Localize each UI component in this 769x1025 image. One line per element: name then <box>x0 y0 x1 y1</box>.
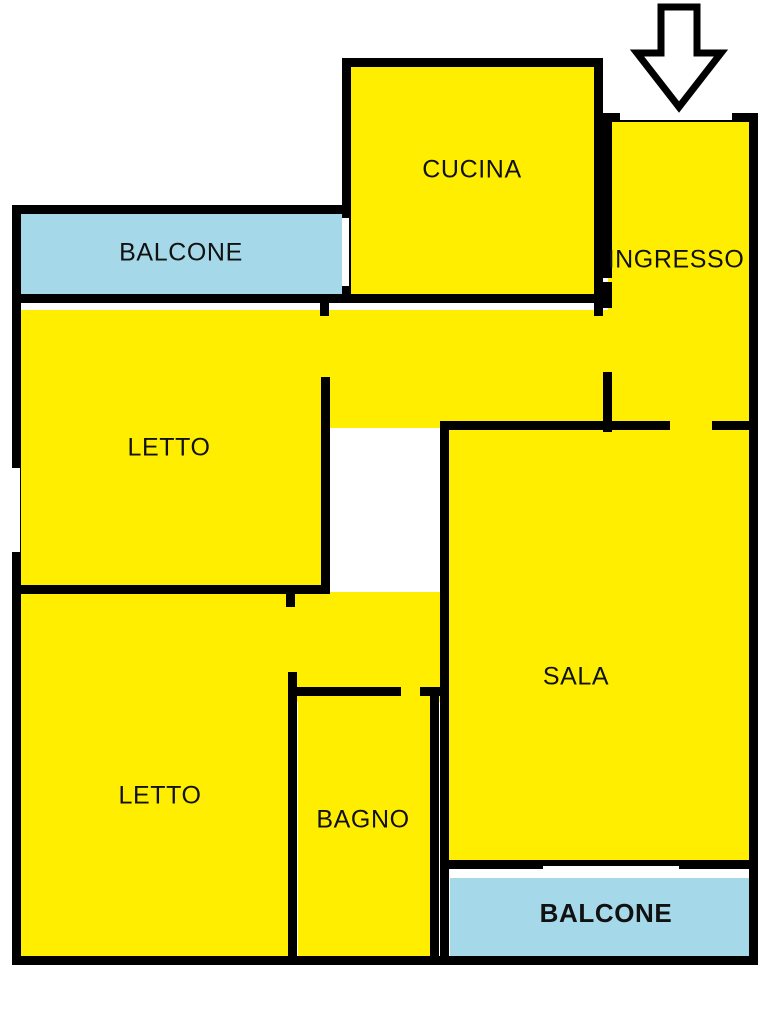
wall-letto-alto-right <box>321 377 330 592</box>
room-fill-letto-alto <box>20 310 330 592</box>
room-label-letto-alto: LETTO <box>127 434 210 462</box>
wall-balcone-basso-left <box>440 860 449 965</box>
room-fill-ingresso <box>608 118 758 428</box>
room-labels: CUCINA INGRESSO BALCONE LETTO LETTO BAGN… <box>118 156 745 928</box>
wall-sala-top <box>440 421 670 430</box>
wall-balcone-basso-right <box>749 860 758 965</box>
wall-letto-alto-bottom <box>12 585 330 594</box>
room-fill-cucina <box>348 58 597 296</box>
wall-bagno-top <box>288 687 401 696</box>
room-label-ingresso: INGRESSO <box>608 246 745 274</box>
wall-cucina-right <box>594 58 603 298</box>
room-fills <box>20 58 758 964</box>
room-fill-letto-basso <box>20 592 288 964</box>
room-fill-sala <box>444 428 758 860</box>
wall-exterior-bottom <box>12 956 758 965</box>
wall-cucina-left <box>342 58 351 296</box>
room-fill-corridoio <box>330 310 608 428</box>
wall-ingresso-left-upper <box>603 113 612 278</box>
door-balcone-cucina-opening <box>342 218 349 286</box>
wall-ingresso-left-stub1 <box>603 282 612 308</box>
room-fill-balcone-basso <box>450 878 758 964</box>
window-letto-bottom-opening <box>105 966 201 973</box>
wall-bagno-left <box>288 672 297 964</box>
wall-stub-mid-right <box>594 294 603 316</box>
walls <box>12 58 758 965</box>
wall-ingresso-left-stub2 <box>603 372 612 432</box>
room-fill-bagno <box>298 695 430 964</box>
openings <box>12 113 732 973</box>
window-letto-left-opening <box>12 468 20 552</box>
room-fill-disimpegno <box>288 592 444 702</box>
wall-bagno-right <box>430 687 439 964</box>
room-label-balcone-alto: BALCONE <box>119 239 243 267</box>
room-fill-balcone-alto <box>20 212 342 294</box>
door-ingresso-main-opening <box>620 113 732 120</box>
entrance-arrow-icon <box>629 3 729 113</box>
door-sala-balcone-opening <box>543 866 679 873</box>
room-label-bagno: BAGNO <box>316 806 409 834</box>
room-label-cucina: CUCINA <box>422 156 521 184</box>
wall-sala-left <box>440 421 449 861</box>
wall-divider-mid <box>12 294 604 303</box>
wall-balcone-basso-top <box>440 860 758 869</box>
wall-ingresso-right <box>749 113 758 864</box>
wall-stub-mid-left <box>320 294 329 316</box>
room-label-sala: SALA <box>543 663 609 691</box>
wall-stub-letto-alto <box>286 585 295 607</box>
wall-balcone-alto-top <box>12 205 348 214</box>
room-label-balcone-basso: BALCONE <box>540 898 673 928</box>
wall-sala-top-stub-right <box>712 421 758 430</box>
window-bagno-bottom-opening <box>320 966 420 973</box>
wall-cucina-top <box>348 58 603 67</box>
room-label-letto-basso: LETTO <box>118 782 201 810</box>
